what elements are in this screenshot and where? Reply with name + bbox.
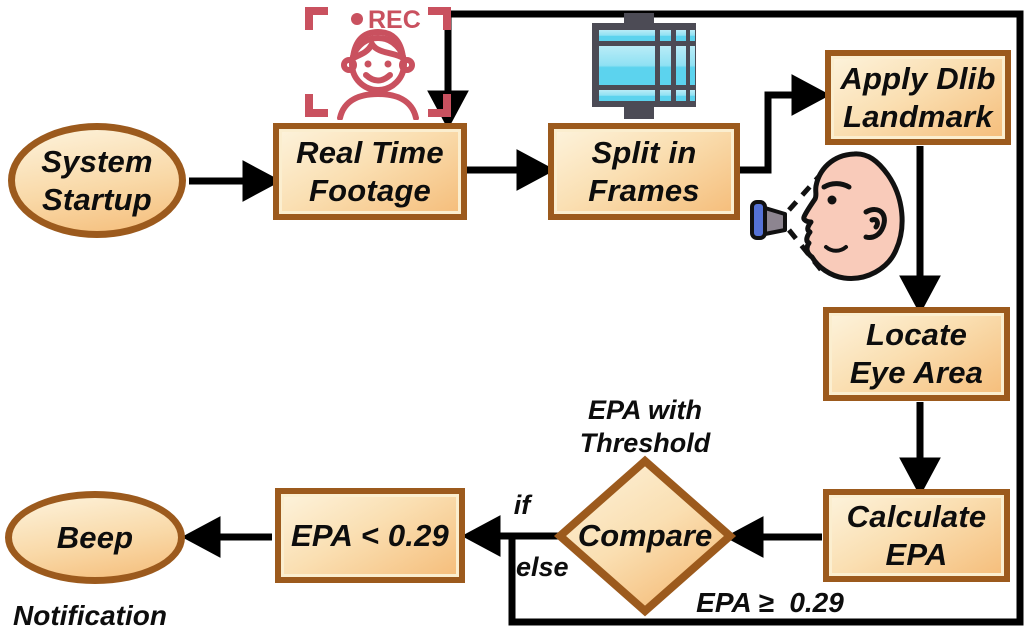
arrow-startup-to-footage <box>189 160 282 202</box>
node-locate-eye-area: Locate Eye Area <box>823 307 1010 401</box>
label-epa-ge-threshold: EPA ≥ 0.29 <box>696 587 844 618</box>
node-split-in-frames: Split in Frames <box>548 123 740 220</box>
arrow-dlib-to-locate <box>899 146 941 315</box>
node-label: EPA <box>885 536 948 572</box>
label-if-branch: if <box>513 490 531 520</box>
arrow-locate-to-calculate <box>899 402 941 497</box>
label-notification: Notification <box>13 600 167 631</box>
face-profile <box>801 151 905 281</box>
node-label: Locate <box>865 317 968 353</box>
node-label: Frames <box>588 172 700 208</box>
label-epa-with-threshold: EPA with Threshold <box>579 395 711 458</box>
label-else-branch: else <box>516 552 569 582</box>
node-apply-dlib-landmark: Apply Dlib Landmark <box>825 50 1011 145</box>
node-beep: Beep <box>5 491 185 584</box>
node-label: Split in <box>591 134 697 170</box>
film-strip-icon <box>592 13 696 119</box>
node-label: Eye Area <box>849 355 984 390</box>
node-compare-label: Compare <box>577 518 713 553</box>
node-label: Landmark <box>843 98 993 134</box>
node-label: Beep <box>56 519 134 555</box>
node-label: Footage <box>309 172 431 208</box>
arrow-compare-to-epa-box <box>461 515 558 557</box>
arrow-epa-box-to-beep <box>181 516 272 558</box>
arrow-split-to-dlib <box>738 74 831 174</box>
node-label: System <box>41 143 153 179</box>
node-system-startup: System Startup <box>8 123 186 238</box>
node-calculate-epa: Calculate EPA <box>823 489 1010 582</box>
node-label: Startup <box>42 181 152 217</box>
rec-dot <box>351 13 363 25</box>
rec-camera-icon: REC <box>305 6 451 120</box>
arrow-footage-to-split <box>464 149 556 191</box>
node-label: Calculate <box>846 498 987 534</box>
webcam <box>750 200 787 240</box>
node-label: Apply Dlib <box>840 60 996 96</box>
node-real-time-footage: Real Time Footage <box>273 123 467 220</box>
arrow-calculate-to-compare <box>724 516 822 558</box>
node-label: EPA < 0.29 <box>291 517 449 553</box>
node-epa-below-threshold: EPA < 0.29 <box>275 488 465 583</box>
node-label: Real Time <box>296 134 444 170</box>
face-scan-icon <box>750 151 905 281</box>
